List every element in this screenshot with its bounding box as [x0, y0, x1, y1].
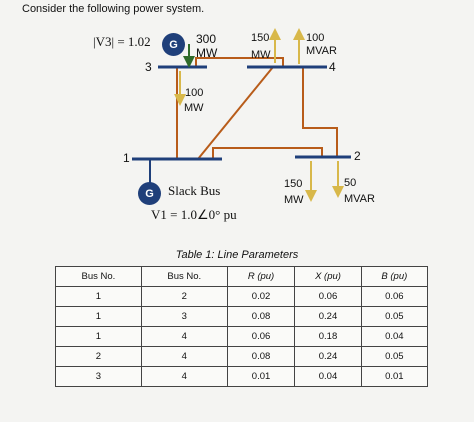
cell-from-bus: 2 [55, 346, 142, 367]
cell-susceptance: 0.04 [360, 326, 429, 347]
header-reactance: X (pu) [294, 266, 362, 287]
cell-susceptance: 0.05 [360, 346, 429, 367]
header-to-bus: Bus No. [140, 266, 228, 287]
table-row: 1 2 0.02 0.06 0.06 [55, 286, 429, 307]
bus2-load-q-value: 50 [344, 177, 357, 189]
line-1-2 [212, 147, 323, 159]
cell-resistance: 0.01 [226, 366, 296, 387]
table-row: 3 4 0.01 0.04 0.01 [55, 366, 429, 387]
bus3-gen-p-value: 300 [196, 32, 217, 46]
bus2-load-q-unit: MVAR [344, 193, 375, 205]
table-row: 1 3 0.08 0.24 0.05 [55, 306, 429, 327]
bus3-load-p-value: 100 [185, 87, 204, 99]
cell-susceptance: 0.05 [360, 306, 429, 327]
cell-from-bus: 3 [55, 366, 142, 387]
line-2-4 [302, 67, 338, 157]
bus1-number: 1 [123, 151, 130, 165]
header-resistance: R (pu) [226, 266, 296, 287]
bus3-voltage-spec: |V3| = 1.02 [93, 34, 151, 49]
cell-to-bus: 4 [140, 326, 228, 347]
table-row: 1 4 0.06 0.18 0.04 [55, 326, 429, 347]
cell-from-bus: 1 [55, 306, 142, 327]
cell-from-bus: 1 [55, 286, 142, 307]
table-caption: Table 1: Line Parameters [175, 249, 299, 261]
cell-susceptance: 0.06 [360, 286, 429, 307]
slack-bus-label: Slack Bus [168, 183, 221, 198]
header-susceptance: B (pu) [360, 266, 429, 287]
cell-reactance: 0.04 [294, 366, 362, 387]
bus2-load-p-unit: MW [284, 194, 304, 206]
cell-from-bus: 1 [55, 326, 142, 347]
line-1-4 [197, 66, 274, 160]
problem-statement: Consider the following power system. [22, 3, 205, 15]
one-line-diagram [132, 28, 351, 202]
cell-reactance: 0.18 [294, 326, 362, 347]
cell-resistance: 0.08 [226, 346, 296, 367]
table-header-row: Bus No. Bus No. R (pu) X (pu) B (pu) [55, 266, 429, 287]
cell-to-bus: 4 [140, 346, 228, 367]
bus4-load-p-value: 150 [251, 32, 270, 44]
bus4-load-p-unit: MW [251, 49, 271, 61]
cell-resistance: 0.08 [226, 306, 296, 327]
bus3-load-p-unit: MW [184, 102, 204, 114]
bus4-load-q-value: 100 [306, 32, 325, 44]
header-from-bus: Bus No. [55, 266, 142, 287]
table-row: 2 4 0.08 0.24 0.05 [55, 346, 429, 367]
bus1-voltage-spec: V1 = 1.0∠0° pu [151, 207, 237, 222]
cell-to-bus: 4 [140, 366, 228, 387]
cell-susceptance: 0.01 [360, 366, 429, 387]
bus2-number: 2 [354, 149, 361, 163]
bus2-load-p-value: 150 [284, 178, 303, 190]
cell-reactance: 0.06 [294, 286, 362, 307]
bus3-gen-p-unit: MW [196, 46, 218, 60]
line-parameters-table: Bus No. Bus No. R (pu) X (pu) B (pu) 1 2… [55, 266, 429, 387]
cell-reactance: 0.24 [294, 346, 362, 367]
cell-resistance: 0.02 [226, 286, 296, 307]
cell-to-bus: 2 [140, 286, 228, 307]
line-3-4 [195, 57, 284, 67]
cell-reactance: 0.24 [294, 306, 362, 327]
bus1-generator-icon: G [138, 182, 161, 205]
bus4-load-q-unit: MVAR [306, 45, 337, 57]
cell-resistance: 0.06 [226, 326, 296, 347]
bus4-number: 4 [329, 60, 336, 74]
cell-to-bus: 3 [140, 306, 228, 327]
bus3-number: 3 [145, 60, 152, 74]
bus3-generator-icon: G [162, 33, 185, 56]
